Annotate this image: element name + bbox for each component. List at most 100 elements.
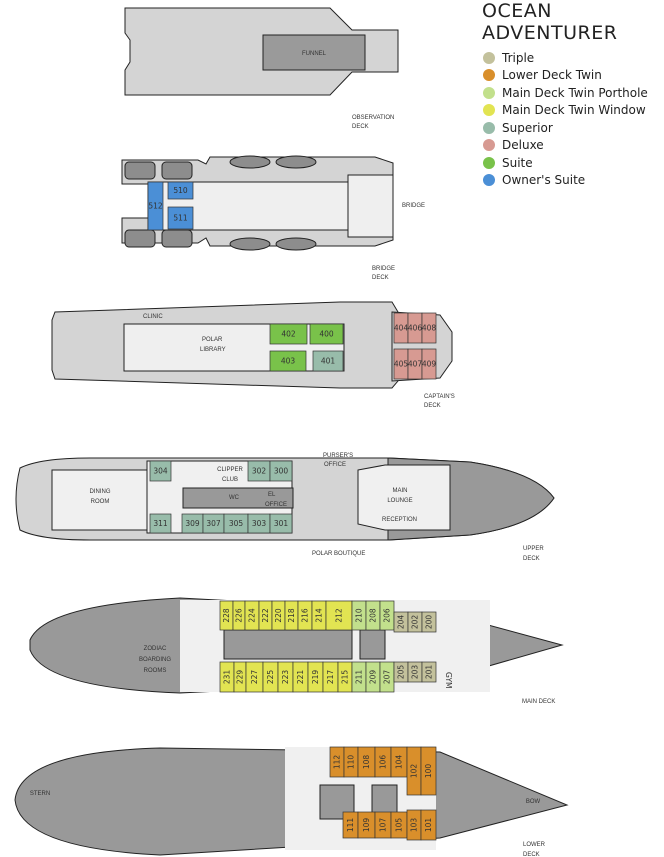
cabin-203[interactable]: 203 xyxy=(407,661,423,683)
legend-item: Superior xyxy=(482,119,664,137)
cabin-218[interactable]: 218 xyxy=(284,600,299,631)
cabin-302[interactable]: 302 xyxy=(247,460,271,482)
cabin-404[interactable]: 404 xyxy=(393,312,409,344)
cabin-number: 311 xyxy=(153,519,168,528)
cabin-406[interactable]: 406 xyxy=(407,312,423,344)
cabin-number: 200 xyxy=(425,615,434,630)
cabin-221[interactable]: 221 xyxy=(292,661,309,693)
upper-wc-label: WC xyxy=(229,495,240,501)
cabin-209[interactable]: 209 xyxy=(365,661,381,693)
legend-label: Deluxe xyxy=(502,138,544,153)
lower-stern-label: STERN xyxy=(30,791,50,797)
cabin-219[interactable]: 219 xyxy=(307,661,324,693)
legend-label: Owner's Suite xyxy=(502,173,586,188)
cabin-309[interactable]: 309 xyxy=(181,513,204,534)
legend-item: Main Deck Twin Porthole xyxy=(482,84,664,102)
cabin-number: 221 xyxy=(296,670,305,685)
upper-office2-label: OFFICE xyxy=(265,502,287,508)
cabin-number: 101 xyxy=(424,818,433,833)
cabin-223[interactable]: 223 xyxy=(277,661,294,693)
cabin-407[interactable]: 407 xyxy=(407,348,423,380)
legend-swatch-icon xyxy=(483,121,495,134)
cabin-204[interactable]: 204 xyxy=(393,611,409,633)
legend-swatch-icon xyxy=(483,174,495,187)
cabin-225[interactable]: 225 xyxy=(262,661,279,693)
cabin-510[interactable]: 510 xyxy=(167,181,194,200)
cabin-109[interactable]: 109 xyxy=(357,811,376,839)
cabin-206[interactable]: 206 xyxy=(379,600,395,631)
cabin-217[interactable]: 217 xyxy=(322,661,339,693)
legend-item: Main Deck Twin Window xyxy=(482,102,664,120)
main-zodiac3-label: ROOMS xyxy=(144,668,167,674)
cabin-107[interactable]: 107 xyxy=(374,811,392,839)
cabin-212[interactable]: 212 xyxy=(325,600,353,631)
cabin-215[interactable]: 215 xyxy=(337,661,353,693)
gym-label: GYM xyxy=(444,672,453,689)
cabin-200[interactable]: 200 xyxy=(421,611,437,633)
cabin-111[interactable]: 111 xyxy=(342,811,359,839)
upper-boutique-label: POLAR BOUTIQUE xyxy=(312,551,365,557)
cabin-228[interactable]: 228 xyxy=(219,600,234,631)
cabin-201[interactable]: 201 xyxy=(421,661,437,683)
cabin-number: 219 xyxy=(311,670,320,685)
cabin-403[interactable]: 403 xyxy=(269,350,307,372)
cabin-number: 218 xyxy=(287,608,296,623)
cabin-227[interactable]: 227 xyxy=(245,661,264,693)
cabin-214[interactable]: 214 xyxy=(311,600,327,631)
cabin-226[interactable]: 226 xyxy=(232,600,246,631)
cabin-number: 208 xyxy=(369,608,378,623)
cabin-110[interactable]: 110 xyxy=(343,746,359,778)
cabin-229[interactable]: 229 xyxy=(233,661,247,693)
captains-library1-label: POLAR xyxy=(202,337,223,343)
cabin-216[interactable]: 216 xyxy=(297,600,313,631)
cabin-220[interactable]: 220 xyxy=(271,600,286,631)
cabin-303[interactable]: 303 xyxy=(247,513,271,534)
cabin-208[interactable]: 208 xyxy=(365,600,381,631)
upper-dining2-label: ROOM xyxy=(91,499,110,505)
cabin-104[interactable]: 104 xyxy=(390,746,408,778)
cabin-400[interactable]: 400 xyxy=(309,323,344,345)
cabin-512[interactable]: 512 xyxy=(147,181,164,231)
cabin-105[interactable]: 105 xyxy=(390,811,408,839)
observation-funnel-label: FUNNEL xyxy=(302,51,327,57)
cabin-224[interactable]: 224 xyxy=(244,600,260,631)
cabin-103[interactable]: 103 xyxy=(406,809,422,841)
captains-library2-label: LIBRARY xyxy=(200,347,226,353)
cabin-number: 207 xyxy=(383,670,392,685)
legend-item: Triple xyxy=(482,49,664,67)
cabin-408[interactable]: 408 xyxy=(421,312,437,344)
legend-item: Suite xyxy=(482,154,664,172)
upper-name2-label: DECK xyxy=(523,556,540,562)
cabin-307[interactable]: 307 xyxy=(202,513,225,534)
cabin-number: 205 xyxy=(397,665,406,680)
cabin-304[interactable]: 304 xyxy=(149,460,172,482)
cabin-210[interactable]: 210 xyxy=(351,600,367,631)
cabin-402[interactable]: 402 xyxy=(269,323,308,345)
cabin-311[interactable]: 311 xyxy=(149,513,172,534)
cabin-101[interactable]: 101 xyxy=(420,809,437,841)
cabin-300[interactable]: 300 xyxy=(269,460,293,482)
legend-item: Lower Deck Twin xyxy=(482,67,664,85)
legend-item: Owner's Suite xyxy=(482,172,664,190)
cabin-106[interactable]: 106 xyxy=(374,746,392,778)
cabin-409[interactable]: 409 xyxy=(421,348,437,380)
cabin-108[interactable]: 108 xyxy=(357,746,376,778)
cabin-number: 300 xyxy=(274,467,289,476)
cabin-222[interactable]: 222 xyxy=(258,600,273,631)
cabin-511[interactable]: 511 xyxy=(167,206,194,230)
cabin-number: 209 xyxy=(369,670,378,685)
cabin-231[interactable]: 231 xyxy=(219,661,235,693)
cabin-401[interactable]: 401 xyxy=(312,350,344,372)
cabin-112[interactable]: 112 xyxy=(329,746,345,778)
cabin-number: 403 xyxy=(281,357,296,366)
cabin-211[interactable]: 211 xyxy=(351,661,367,693)
cabin-205[interactable]: 205 xyxy=(393,661,409,683)
cabin-102[interactable]: 102 xyxy=(406,746,422,796)
cabin-305[interactable]: 305 xyxy=(223,513,249,534)
cabin-405[interactable]: 405 xyxy=(393,348,409,380)
cabin-301[interactable]: 301 xyxy=(269,513,293,534)
cabin-207[interactable]: 207 xyxy=(379,661,395,693)
cabin-100[interactable]: 100 xyxy=(420,746,437,796)
cabin-202[interactable]: 202 xyxy=(407,611,423,633)
